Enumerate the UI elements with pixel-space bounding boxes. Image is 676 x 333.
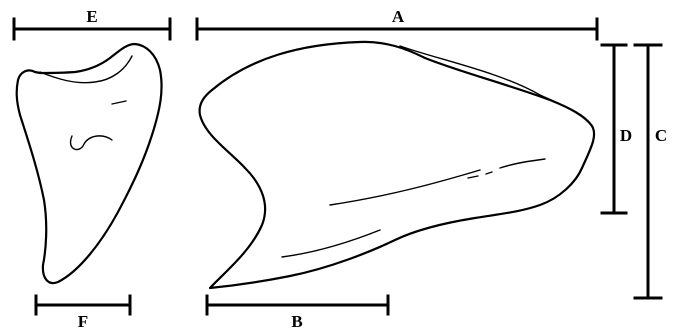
small-tooth-groove	[111, 100, 127, 105]
measurement-e: E	[12, 7, 172, 41]
measurement-f: F	[34, 294, 132, 331]
small-tooth-outline	[15, 42, 163, 285]
measurement-c: C	[633, 43, 667, 300]
large-tooth-cusp-line	[499, 158, 546, 169]
measurement-d-label: D	[620, 126, 632, 145]
measurement-e-label: E	[86, 7, 97, 26]
large-tooth-dash-1	[467, 175, 479, 179]
large-tooth-outline	[198, 40, 596, 290]
large-tooth-lower-curve	[281, 229, 381, 258]
measurement-b: B	[205, 294, 390, 331]
measurement-f-label: F	[78, 312, 88, 331]
measurement-c-label: C	[655, 126, 667, 145]
measurement-a-label: A	[392, 7, 405, 26]
large-tooth-dash-2	[485, 171, 493, 175]
large-tooth-inner-curve	[329, 169, 481, 206]
measurement-d: D	[600, 43, 632, 215]
measurement-b-label: B	[291, 312, 302, 331]
small-tooth-ridge	[39, 55, 133, 84]
measurement-a: A	[195, 7, 599, 41]
large-tooth-ridge-top	[399, 45, 586, 119]
small-tooth-cusp-mark	[69, 135, 113, 151]
small-tooth-drawing	[15, 42, 163, 285]
large-tooth-drawing	[198, 40, 596, 290]
